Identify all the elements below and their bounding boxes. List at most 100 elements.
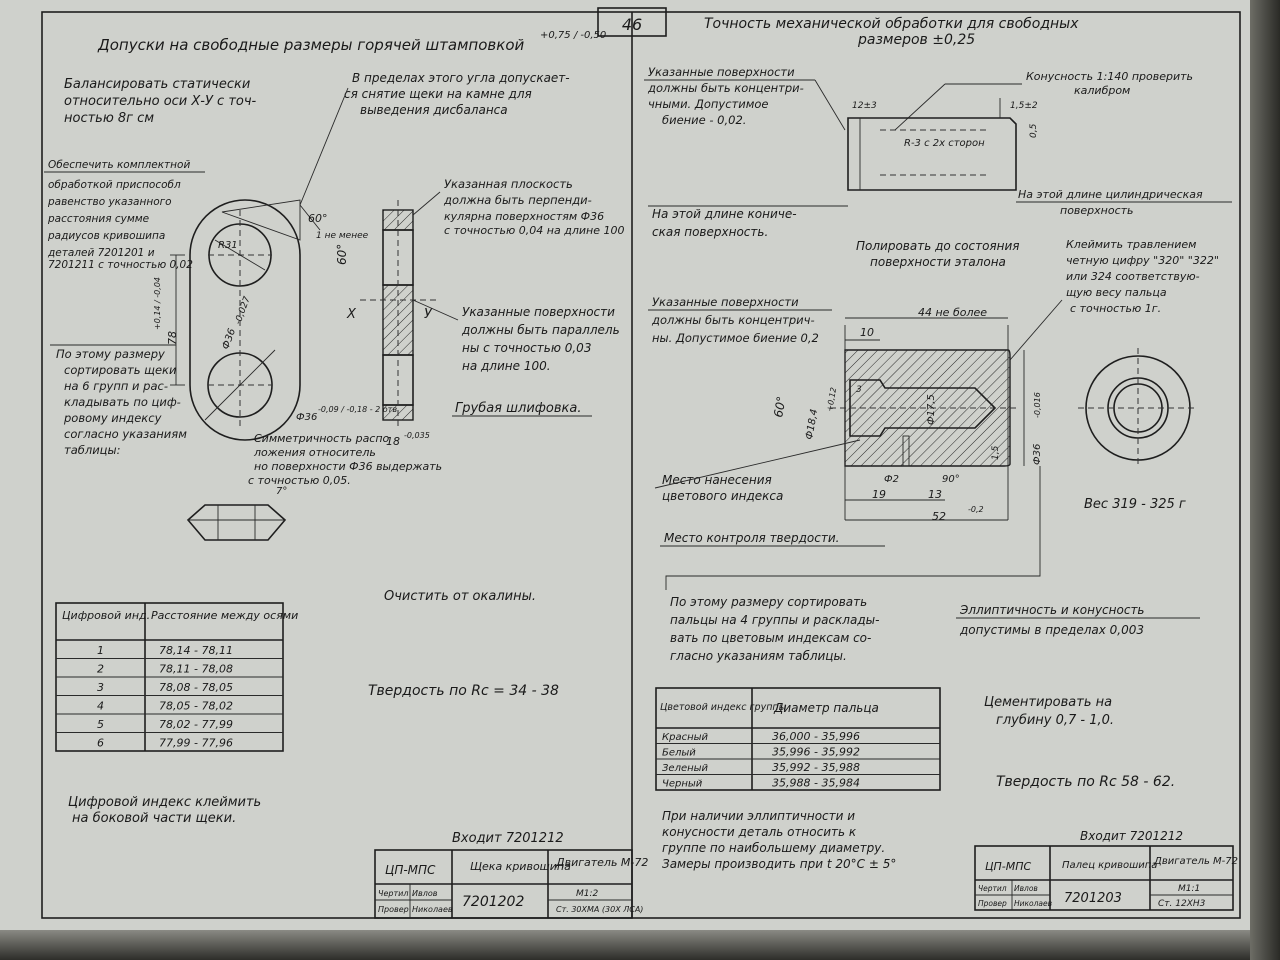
taper-line-2: калибром	[1074, 84, 1130, 97]
cement-line-1: Цементировать на	[984, 695, 1112, 710]
profile-outline	[186, 504, 287, 541]
index-table-cell-index: 1	[97, 644, 104, 657]
symmetry-note: Симметричность распо ложения относитель …	[248, 432, 442, 487]
index-table-cell-index: 4	[97, 700, 104, 713]
right-sort-line-1: По этому размеру сортировать	[670, 595, 867, 609]
stamp-note-line-1: Цифровой индекс клеймить	[68, 795, 261, 810]
index-table-cell-index: 2	[97, 663, 104, 676]
sort-line-7: таблицы:	[64, 443, 120, 457]
drawing-frame	[41, 11, 1241, 919]
conc-leader	[814, 79, 846, 131]
mark-line-3: или 324 соответствую-	[1066, 270, 1200, 283]
index-table-header-1: Цифровой инд.	[62, 609, 150, 622]
ellip-note: Эллиптичность и конусность допустимы в п…	[959, 603, 1145, 637]
parallel-line-4: на длине 100.	[462, 359, 551, 373]
conc-line-1: Указанные поверхности	[648, 65, 795, 79]
mark-line-5: с точностью 1г.	[1070, 302, 1161, 315]
balance-line-2: относительно оси Х-У с точ-	[64, 94, 257, 109]
dim-d10: 10	[860, 326, 874, 339]
dim-r3: R-3 с 2х сторон	[904, 138, 985, 149]
angle-line-2: ся снятие щеки на камне для	[344, 87, 532, 101]
taper-note: Конусность 1:140 проверить калибром	[1026, 70, 1193, 97]
cement-line-2: глубину 0,7 - 1,0.	[996, 713, 1114, 728]
left-title: Допуски на свободные размеры горячей шта…	[97, 36, 524, 54]
dim-d52: 52	[932, 510, 946, 523]
index-table-cell-range: 78,14 - 78,11	[159, 644, 233, 657]
index-table-cell-range: 78,08 - 78,05	[159, 681, 233, 694]
left-stamp-drawn: Чертил	[378, 889, 408, 898]
complete-line-1: Обеспечить комплектной	[48, 159, 190, 171]
cone-line-2: ская поверхность.	[652, 225, 768, 239]
mark-note: Клеймить травлением четную цифру "320" "…	[1066, 238, 1219, 315]
mark-line-4: щую весу пальца	[1066, 286, 1167, 299]
dim-d15b: 1,5	[991, 445, 1001, 460]
left-hardness: Твердость по Rc = 34 - 38	[368, 683, 559, 699]
pin-section-body	[844, 349, 1011, 467]
cyl-line-1: На этой длине цилиндрическая	[1018, 188, 1203, 201]
cyl-line-2: поверхность	[1060, 204, 1134, 217]
left-stamp-product: Двигатель М-72	[555, 856, 648, 869]
complete-line-3: равенство указанного	[47, 196, 172, 208]
sort-line-2: сортировать щеки	[64, 363, 177, 377]
conc2-line-2: должны быть концентрич-	[651, 313, 815, 327]
parallel-line-1: Указанные поверхности	[462, 305, 615, 319]
sort-line-3: на 6 групп и рас-	[64, 379, 168, 393]
left-stamp-drawn-by: Ивлов	[412, 889, 438, 898]
mark-line-2: четную цифру "320" "322"	[1066, 254, 1219, 267]
ellip-line-1: Эллиптичность и конусность	[959, 603, 1145, 617]
weight-note: Вес 319 - 325 г	[1084, 497, 1186, 512]
cheek-profile-view	[186, 504, 287, 541]
dim-78-tol: +0,14 / -0,04	[153, 277, 162, 330]
parallel-line-2: должны быть параллель	[461, 323, 620, 337]
parallel-note: Указанные поверхности должны быть паралл…	[461, 305, 620, 373]
cheek-cut-corner	[221, 199, 301, 241]
polish-line-1: Полировать до состояния	[856, 239, 1020, 253]
r31-leader	[214, 239, 266, 271]
dim-d36: Ф36	[220, 327, 238, 351]
complete-line-6: деталей 7201201 и	[47, 247, 155, 259]
dim-a90: 90°	[942, 474, 960, 485]
angle-note: В пределах этого угла допускает- ся снят…	[344, 71, 570, 117]
grinding-note: Грубая шлифовка.	[455, 401, 581, 416]
dim-d12: 12±3	[852, 101, 877, 111]
dim-d36-right: Ф36	[1032, 444, 1043, 465]
sort-note: По этому размеру сортировать щеки на 6 г…	[56, 347, 187, 457]
parallel-leader	[412, 299, 459, 321]
d36-leader	[204, 349, 276, 421]
color-table-frame	[655, 687, 941, 791]
pin-end-view	[1078, 348, 1198, 468]
conc2-note: Указанные поверхности должны быть концен…	[651, 295, 819, 345]
flat-line-3: кулярна поверхностям Ф36	[444, 210, 604, 223]
right-sort-line-3: вать по цветовым индексам со-	[670, 631, 871, 645]
color-place-leader	[654, 439, 861, 489]
conc-line-2: должны быть концентри-	[647, 81, 804, 95]
right-sort-leader	[665, 466, 1041, 590]
index-table-cell-range: 77,99 - 77,96	[159, 737, 233, 750]
right-stamp-number: 7201203	[1064, 891, 1122, 906]
page-number-box	[597, 7, 667, 37]
color-table-cell-diameter: 35,992 - 35,988	[772, 761, 860, 774]
pin-section	[830, 317, 1025, 521]
complete-note: Обеспечить комплектной обработкой приспо…	[47, 159, 193, 271]
measure-note: При наличии эллиптичности и конусности д…	[662, 809, 896, 871]
color-table-cell-diameter: 35,996 - 35,992	[772, 746, 860, 759]
dim-d2: Ф2	[884, 474, 899, 485]
angle-leader	[299, 87, 349, 206]
dim-d36b-tol: -0,09 / -0,18 - 2 отв	[318, 405, 397, 414]
sort-line-4: кладывать по циф-	[64, 395, 181, 409]
pin-top-outline	[847, 117, 1017, 191]
index-table-cell-index: 5	[97, 718, 104, 731]
symmetry-line-4: с точностью 0,05.	[248, 474, 351, 487]
right-enters: Входит 7201212	[1080, 829, 1183, 843]
index-table-cell-index: 3	[97, 681, 104, 694]
flat-note: Указанная плоскость должна быть перпенди…	[443, 177, 624, 237]
measure-line-3: группе по наибольшему диаметру.	[662, 841, 885, 855]
polish-line-2: поверхности эталона	[870, 255, 1006, 269]
dim-d18-tol: +0,12	[825, 387, 838, 413]
left-stamp-scale: М1:2	[576, 889, 599, 899]
right-stamp-drawn: Чертил	[978, 884, 1007, 893]
dim-d18: Ф18,4	[804, 408, 820, 440]
color-place-note: Место нанесения цветового индекса	[662, 473, 783, 503]
sheet-bottom-shadow	[0, 930, 1250, 960]
